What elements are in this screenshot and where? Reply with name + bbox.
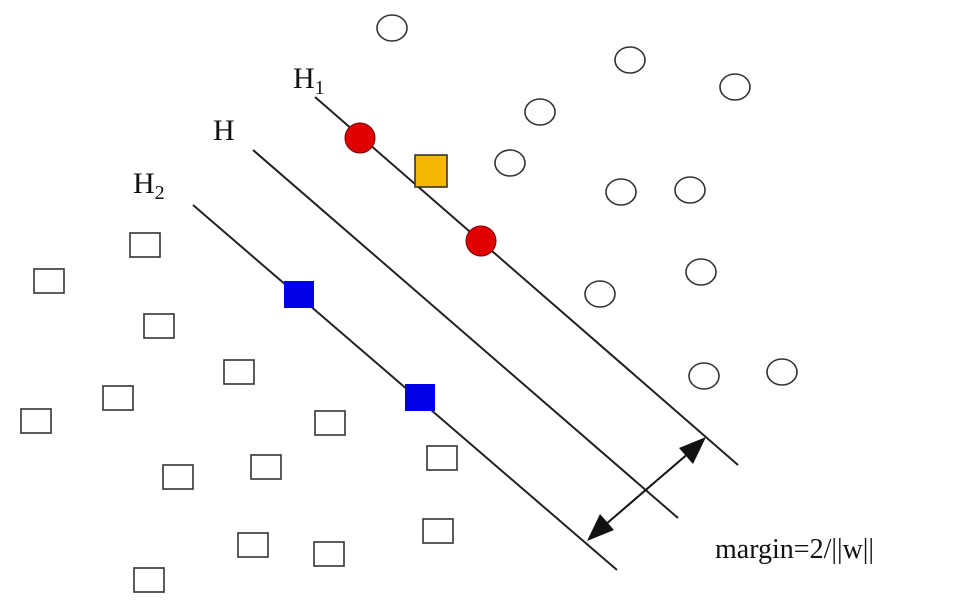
label-h1: H1 bbox=[293, 62, 325, 99]
arrowhead-lower bbox=[587, 514, 614, 541]
class-positive-circle bbox=[524, 98, 556, 126]
class-positive-circle bbox=[766, 358, 798, 386]
misclassified-square bbox=[414, 154, 448, 188]
support-vector-square bbox=[405, 384, 435, 411]
class-negative-square bbox=[313, 541, 345, 567]
class-negative-square bbox=[162, 464, 194, 490]
class-negative-square bbox=[33, 268, 65, 294]
class-negative-square bbox=[20, 408, 52, 434]
class-negative-square bbox=[237, 532, 269, 558]
class-positive-circle bbox=[494, 149, 526, 177]
arrowhead-upper bbox=[679, 437, 706, 464]
class-positive-circle bbox=[376, 14, 408, 42]
class-negative-square bbox=[143, 313, 175, 339]
class-negative-square bbox=[133, 567, 165, 593]
class-negative-square bbox=[223, 359, 255, 385]
support-vector-circle bbox=[465, 225, 497, 257]
class-negative-square bbox=[314, 410, 346, 436]
support-vector-circle bbox=[344, 122, 376, 154]
class-negative-square bbox=[102, 385, 134, 411]
hyperplane-h1 bbox=[314, 96, 739, 466]
margin-arrow bbox=[604, 451, 691, 526]
margin-label: margin=2/||w|| bbox=[715, 534, 874, 565]
hyperplane-h bbox=[252, 149, 679, 519]
class-positive-circle bbox=[614, 46, 646, 74]
class-positive-circle bbox=[584, 280, 616, 308]
class-positive-circle bbox=[719, 73, 751, 101]
class-positive-circle bbox=[605, 178, 637, 206]
class-negative-square bbox=[129, 232, 161, 258]
label-h2: H2 bbox=[133, 167, 165, 204]
support-vector-square bbox=[284, 281, 314, 308]
label-h: H bbox=[213, 114, 235, 147]
class-positive-circle bbox=[688, 362, 720, 390]
class-negative-square bbox=[426, 445, 458, 471]
class-negative-square bbox=[422, 518, 454, 544]
class-positive-circle bbox=[685, 258, 717, 286]
class-positive-circle bbox=[674, 176, 706, 204]
class-negative-square bbox=[250, 454, 282, 480]
